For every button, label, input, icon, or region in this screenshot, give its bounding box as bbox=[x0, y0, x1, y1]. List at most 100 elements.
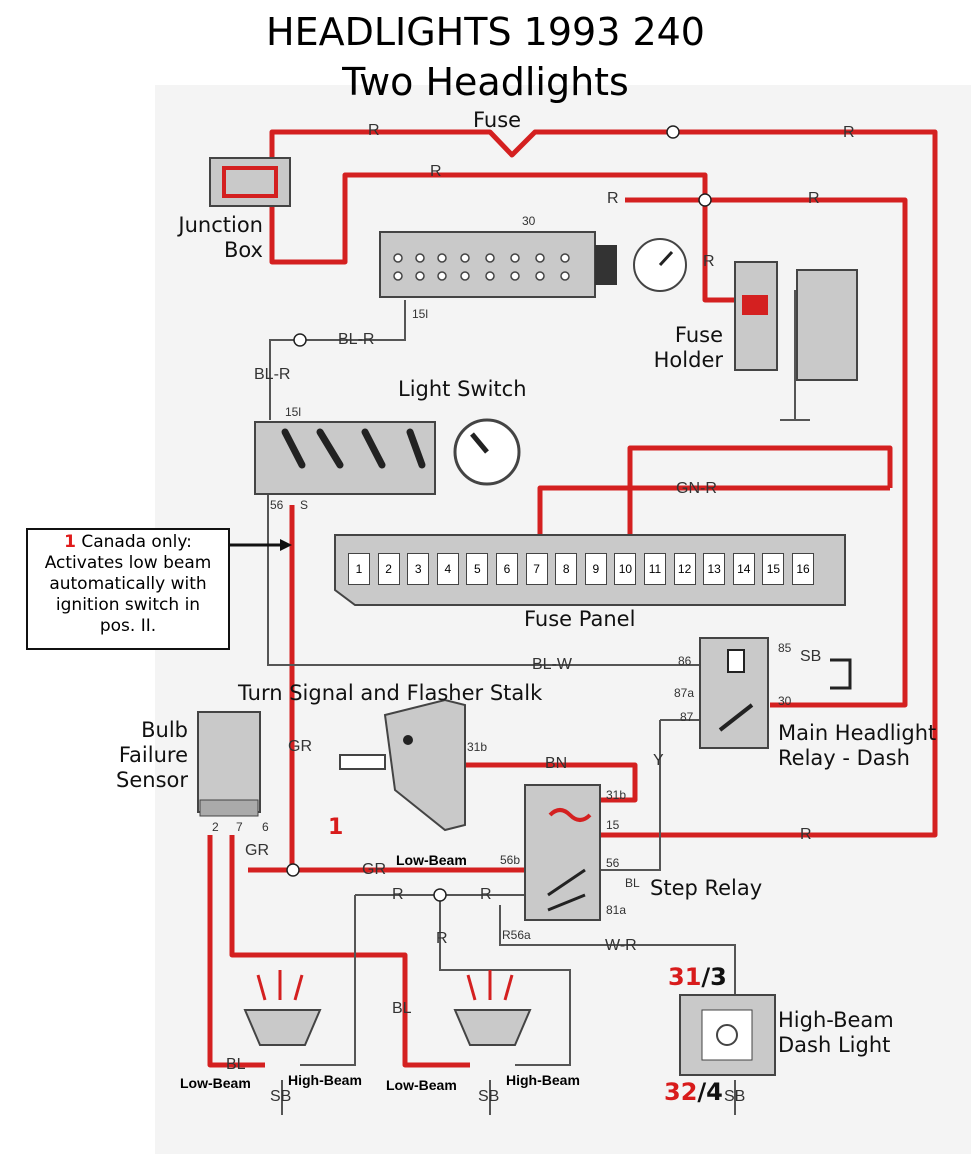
headlight-2 bbox=[453, 970, 532, 1046]
step-relay-label: Step Relay bbox=[650, 876, 763, 900]
fuse-element bbox=[742, 295, 768, 315]
switch-knob-stem bbox=[595, 245, 617, 285]
terminal-87: 87 bbox=[680, 710, 694, 724]
wire-r-hb2 bbox=[439, 895, 571, 1066]
wire-label-r: R bbox=[392, 886, 404, 903]
wire-label-r: R bbox=[436, 930, 448, 947]
wire-sensor-7 bbox=[229, 835, 470, 1068]
terminal-15l: 15l bbox=[412, 307, 429, 321]
light-switch-label: Light Switch bbox=[398, 377, 527, 401]
fuse-slot: 7 bbox=[525, 553, 548, 585]
wire-label-bl: BL bbox=[226, 1056, 246, 1073]
fuse-label: Fuse bbox=[473, 108, 522, 132]
fuse-slot: 9 bbox=[584, 553, 607, 585]
fuse-slot: 4 bbox=[436, 553, 459, 585]
wire-bl-r bbox=[269, 300, 406, 420]
wire-label-bl-w: BL-W bbox=[532, 656, 572, 673]
fuse-slot: 13 bbox=[703, 553, 726, 585]
wire-label-r: R bbox=[800, 826, 812, 843]
wire-label-sb: SB bbox=[724, 1088, 746, 1105]
wire-y bbox=[600, 720, 661, 871]
wire-label-r: R bbox=[843, 124, 855, 141]
terminal-85: 85 bbox=[778, 641, 792, 655]
stalk-lever bbox=[339, 754, 386, 770]
wire-label-w-r: W-R bbox=[605, 937, 637, 954]
terminal-87a: 87a bbox=[674, 686, 695, 700]
wire-label-r: R bbox=[368, 122, 380, 139]
fuse-slot: 12 bbox=[673, 553, 696, 585]
wire-label-bl-r: BL-R bbox=[338, 331, 375, 348]
gray-wires bbox=[267, 290, 810, 1115]
wire-bn bbox=[440, 762, 638, 803]
wire-label-r: R bbox=[703, 253, 715, 270]
terminal-56b: 56b bbox=[500, 853, 521, 867]
wire-label-r: R bbox=[430, 163, 442, 180]
terminal-31b: 31b bbox=[606, 788, 627, 802]
step-relay-body bbox=[524, 784, 601, 921]
wire-bl-w bbox=[267, 490, 700, 666]
turn-signal-label: Turn Signal and Flasher Stalk bbox=[238, 681, 543, 705]
marker-1: 1 bbox=[328, 815, 344, 840]
canada-note: 1 Canada only: Activates low beam automa… bbox=[26, 528, 230, 650]
fuse-holder-body bbox=[734, 261, 778, 371]
wire-label-bn: BN bbox=[545, 755, 568, 772]
terminal-56: 56 bbox=[270, 498, 284, 512]
wire-r-relay-30 bbox=[625, 197, 908, 708]
high-beam-label: High-Beam bbox=[506, 1072, 580, 1088]
wire-r-main bbox=[269, 129, 938, 838]
wire-label-r: R bbox=[808, 190, 820, 207]
wire-gn-r-2 bbox=[627, 445, 893, 555]
fuse-slot: 15 bbox=[762, 553, 785, 585]
wire-r-junction bbox=[269, 172, 740, 303]
wire-label-r: R bbox=[607, 190, 619, 207]
terminal-7: 7 bbox=[236, 820, 243, 834]
terminal-s: S bbox=[300, 498, 309, 512]
wire-w-r bbox=[499, 905, 736, 1000]
wire-label-bl: BL bbox=[392, 1000, 412, 1017]
fuse-panel-label: Fuse Panel bbox=[524, 607, 636, 631]
wire-gn-r bbox=[537, 485, 890, 555]
diagram-title: HEADLIGHTS 1993 240 bbox=[266, 10, 705, 54]
note-number: 1 bbox=[64, 532, 76, 552]
terminal-15: 15 bbox=[606, 818, 620, 832]
low-beam-label: Low-Beam bbox=[396, 852, 467, 868]
fuse-slot: 5 bbox=[466, 553, 489, 585]
fuse-slot: 11 bbox=[644, 553, 666, 585]
terminal-6: 6 bbox=[262, 820, 269, 834]
low-beam-label: Low-Beam bbox=[180, 1075, 251, 1091]
fuse-slot: 1 bbox=[348, 553, 370, 585]
fuse-holder-block bbox=[796, 269, 858, 381]
terminal-30: 30 bbox=[778, 694, 792, 708]
terminal-86: 86 bbox=[678, 654, 692, 668]
wire-label-gn-r: GN-R bbox=[676, 480, 717, 497]
relay-coil bbox=[727, 649, 745, 673]
bulb-sensor-body bbox=[197, 711, 261, 813]
wire-label-sb: SB bbox=[478, 1088, 500, 1105]
fuse-slot: 16 bbox=[792, 553, 814, 585]
wire-label-bl-r: BL-R bbox=[254, 366, 291, 383]
wire-label-sb: SB bbox=[800, 648, 822, 665]
terminal-81a: 81a bbox=[606, 903, 627, 917]
fuse-slot: 3 bbox=[407, 553, 430, 585]
wire-r-hb1 bbox=[300, 895, 356, 1066]
terminal-30: 30 bbox=[522, 214, 536, 228]
dash-pin-top: 31/3 bbox=[668, 963, 727, 991]
headlight-1 bbox=[243, 970, 322, 1046]
fuse-slot: 2 bbox=[377, 553, 400, 585]
fuse-slot: 10 bbox=[614, 553, 637, 585]
wire-label-gr: GR bbox=[245, 842, 269, 859]
sb-ground bbox=[830, 658, 852, 690]
terminal-r56a: R56a bbox=[502, 928, 531, 942]
light-switch-contacts bbox=[281, 428, 426, 469]
wire-label-gr: GR bbox=[362, 861, 386, 878]
dash-pin-bottom: 32/4 bbox=[664, 1078, 723, 1106]
wire-label-r: R bbox=[480, 886, 492, 903]
switch-pins bbox=[393, 253, 570, 281]
terminal-bl: BL bbox=[625, 876, 640, 890]
